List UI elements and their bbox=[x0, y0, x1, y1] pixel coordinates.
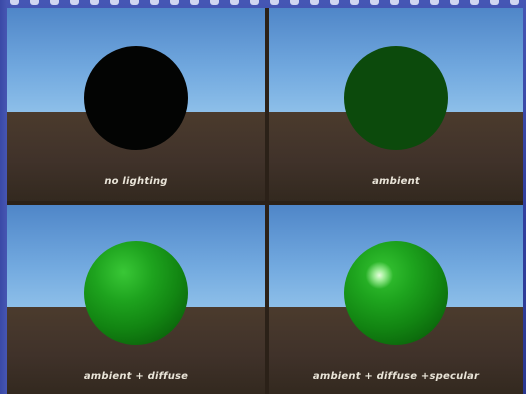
slide-left-edge bbox=[0, 0, 7, 394]
sphere-ambient bbox=[344, 46, 448, 150]
sphere-ambient-diffuse bbox=[84, 241, 188, 345]
panel-label: no lighting bbox=[7, 176, 265, 187]
panel-ambient: ambient bbox=[269, 8, 523, 201]
sphere-no-lighting bbox=[84, 46, 188, 150]
panel-label: ambient + diffuse bbox=[7, 371, 265, 382]
panel-label: ambient bbox=[269, 176, 523, 187]
panel-no-lighting: no lighting bbox=[7, 8, 265, 201]
panel-ambient-diffuse: ambient + diffuse bbox=[7, 205, 265, 394]
sphere-ambient-diffuse-specular bbox=[344, 241, 448, 345]
lighting-comparison-figure: no lighting ambient ambient + diffuse am… bbox=[7, 8, 523, 394]
panel-ambient-diffuse-specular: ambient + diffuse +specular bbox=[269, 205, 523, 394]
panel-label: ambient + diffuse +specular bbox=[269, 371, 523, 382]
